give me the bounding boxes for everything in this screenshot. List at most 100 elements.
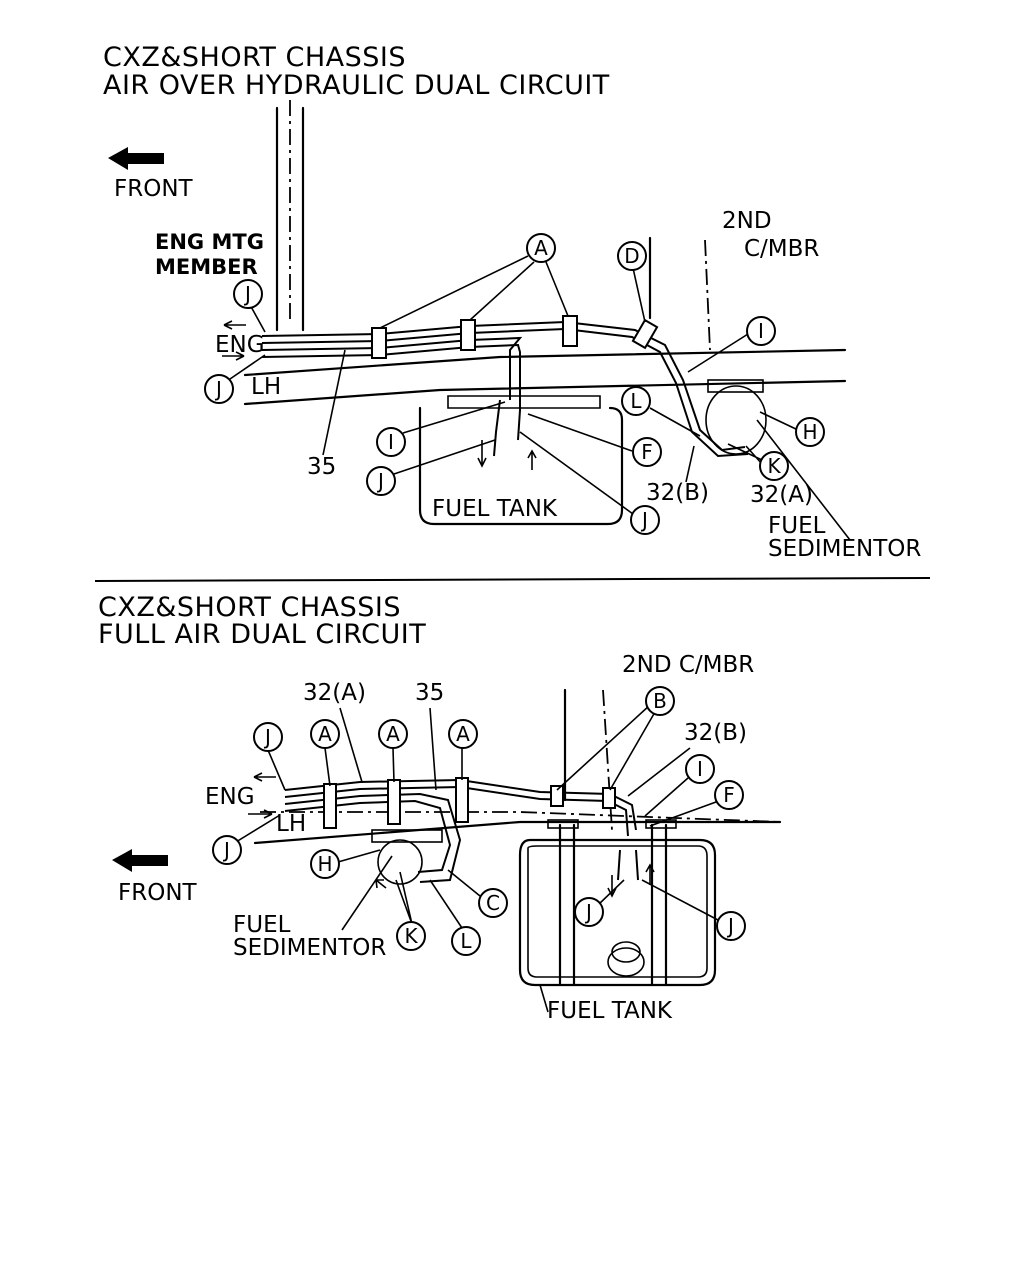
top-callout-H: H: [795, 417, 825, 447]
bottom-callout-J4-text: J: [726, 914, 734, 938]
top-eng-in-arrow-icon: [222, 351, 245, 361]
bottom-fuel-tank-leader: [539, 984, 549, 1013]
bottom-32a-label: 32(A): [303, 680, 366, 706]
bottom-32a-leader: [339, 707, 363, 783]
bottom-callout-H-text: H: [317, 852, 332, 876]
bottom-callout-leaders: [235, 704, 719, 929]
bottom-front-label: FRONT: [118, 880, 198, 906]
bottom-fuel-sed-leader: [341, 855, 393, 931]
top-callout-J2: J: [204, 374, 234, 404]
top-eng-mtg-member: [275, 106, 305, 332]
bottom-callout-L-text: L: [460, 929, 472, 953]
bottom-eng-in-arrow-icon: [248, 809, 273, 819]
bottom-callout-A1: A: [310, 719, 340, 749]
bottom-frame-centerline: [260, 811, 781, 823]
bottom-callout-A1-text: A: [318, 722, 332, 746]
top-title-line2: AIR OVER HYDRAULIC DUAL CIRCUIT: [103, 70, 610, 101]
top-callout-I2-text: I: [388, 430, 394, 454]
bottom-callout-J3: J: [574, 897, 604, 927]
bottom-fuel-sed-label-1: FUEL: [233, 912, 291, 938]
bottom-eng-label: ENG: [205, 784, 255, 810]
top-callout-A-text: A: [534, 236, 548, 260]
top-callout-J4: J: [630, 505, 660, 535]
bottom-callout-C-text: C: [486, 891, 500, 915]
bottom-callout-J1-text: J: [263, 725, 271, 749]
bottom-callout-K: K: [396, 921, 426, 951]
top-callout-F-text: F: [641, 440, 653, 464]
bottom-fuel-sedimentor: [377, 839, 423, 885]
bottom-callout-J2-text: J: [222, 838, 230, 862]
bottom-front-arrow-icon: [112, 849, 168, 872]
top-front-label: FRONT: [114, 176, 194, 202]
bottom-callout-C: C: [478, 888, 508, 918]
top-callout-I1-text: I: [758, 319, 764, 343]
top-2nd-cmbr-centerline: [704, 239, 711, 351]
top-tank-bracket: [447, 395, 601, 409]
bottom-callout-J4: J: [716, 911, 746, 941]
bottom-sed-arrow-icon: [375, 879, 387, 889]
top-eng-out-arrow-icon: [223, 320, 246, 330]
top-callout-J3: J: [366, 466, 396, 496]
bottom-callout-I: I: [685, 754, 715, 784]
top-callout-K-text: K: [767, 454, 781, 478]
top-callout-J4-text: J: [640, 508, 648, 532]
top-32b-leader: [685, 445, 695, 483]
top-32a-label: 32(A): [750, 482, 813, 508]
bottom-callout-B: B: [645, 686, 675, 716]
top-fuel-sedimentor: [705, 385, 767, 455]
bottom-callout-A2-text: A: [386, 722, 400, 746]
top-callout-J2-text: J: [214, 377, 222, 401]
top-clamps: [371, 315, 659, 359]
bottom-title-line1: CXZ&SHORT CHASSIS: [98, 592, 401, 623]
bottom-2nd-cmbr-label: 2ND C/MBR: [622, 652, 754, 678]
top-fuel-tank: [418, 406, 624, 526]
top-callout-L: L: [621, 386, 651, 416]
top-callout-H-text: H: [802, 420, 817, 444]
bottom-callout-A2: A: [378, 719, 408, 749]
top-callout-J1-text: J: [243, 282, 251, 306]
top-fuel-tank-label: FUEL TANK: [432, 496, 558, 522]
top-callout-D-text: D: [624, 244, 639, 268]
top-front-arrow-icon: [108, 147, 164, 170]
top-title-line1: CXZ&SHORT CHASSIS: [103, 42, 406, 73]
top-callout-L-text: L: [630, 389, 642, 413]
bottom-fuel-sed-label-2: SEDIMENTOR: [233, 935, 386, 961]
bottom-callout-J1: J: [253, 722, 283, 752]
top-2nd-cmbr-label-2: C/MBR: [744, 236, 819, 262]
bottom-32b-label: 32(B): [684, 720, 747, 746]
bottom-diagram: CXZ&SHORT CHASSIS FULL AIR DUAL CIRCUIT …: [98, 592, 782, 1024]
bottom-fuel-lines: [284, 778, 639, 883]
top-35-leader: [322, 349, 346, 456]
bottom-callout-K-text: K: [404, 924, 418, 948]
top-frame-rail: [243, 348, 847, 406]
top-callout-D: D: [617, 241, 647, 271]
bottom-callout-A3-text: A: [456, 722, 470, 746]
bottom-sedimentor-bracket: [371, 829, 443, 843]
bottom-callout-B-text: B: [653, 689, 667, 713]
top-callout-J3-text: J: [376, 469, 384, 493]
top-eng-mtg-label-1: ENG MTG: [155, 230, 264, 254]
bottom-callout-F: F: [714, 780, 744, 810]
top-diagram: CXZ&SHORT CHASSIS AIR OVER HYDRAULIC DUA…: [103, 42, 921, 562]
top-callout-A: A: [526, 233, 556, 263]
top-callout-I1: I: [746, 316, 776, 346]
top-callout-J1: J: [233, 279, 263, 309]
top-tank-up-arrow-icon: [527, 449, 537, 470]
bottom-35-leader: [429, 707, 437, 791]
bottom-32b-leader: [627, 747, 691, 797]
top-32b-label: 32(B): [646, 480, 709, 506]
bottom-callout-F-text: F: [723, 783, 735, 807]
top-fuel-sed-label-1: FUEL: [768, 513, 826, 539]
bottom-callout-J3-text: J: [584, 900, 592, 924]
top-fuel-sed-leader: [756, 419, 851, 541]
bottom-tank-down-arrow-icon: [607, 875, 617, 898]
top-2nd-cmbr-label-1: 2ND: [722, 208, 772, 234]
bottom-tank-up-arrow-icon: [645, 863, 655, 885]
top-callout-I2: I: [376, 427, 406, 457]
bottom-callout-H: H: [310, 849, 340, 879]
top-callout-leaders: [229, 255, 799, 515]
bottom-callout-J2: J: [212, 835, 242, 865]
bottom-callout-A3: A: [448, 719, 478, 749]
bottom-frame-rail: [253, 820, 782, 845]
